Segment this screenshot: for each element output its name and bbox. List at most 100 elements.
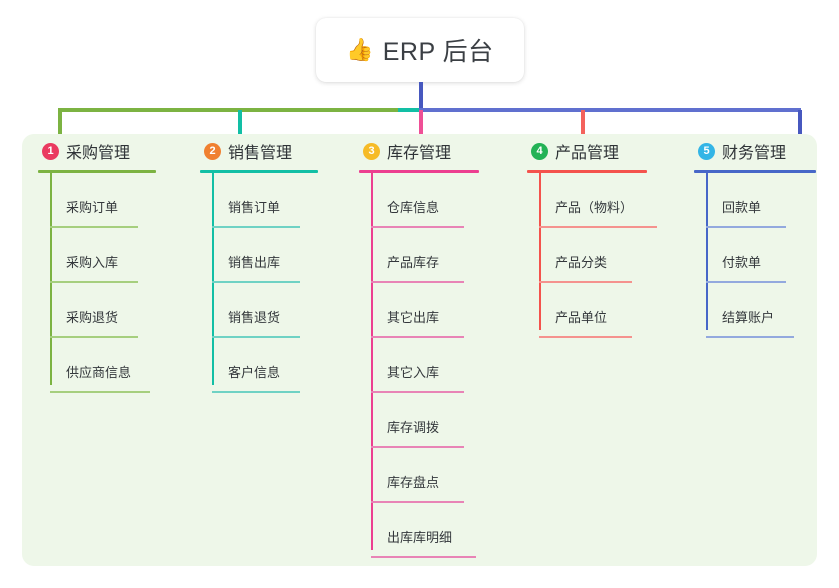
branch-spine <box>212 173 214 385</box>
branch-item[interactable]: 供应商信息 <box>38 338 198 393</box>
branch-item-label: 采购订单 <box>66 200 119 215</box>
branch-item-rule <box>371 281 464 283</box>
branch-item-label: 销售退货 <box>228 310 281 325</box>
branch-item-rule <box>371 501 464 503</box>
branch-item-rule <box>706 281 786 283</box>
branch-item[interactable]: 出库库明细 <box>359 503 524 558</box>
branch-item[interactable]: 产品库存 <box>359 228 524 283</box>
branch-item[interactable]: 采购退货 <box>38 283 198 338</box>
branch-item-label: 产品（物料） <box>555 200 634 215</box>
branch-item-rule <box>212 281 300 283</box>
root-node-content: 👍 ERP 后台 <box>346 32 493 68</box>
branch-header-采购管理[interactable]: 1 采购管理 <box>38 134 198 168</box>
branch-item[interactable]: 产品分类 <box>527 228 692 283</box>
branch-item-rule <box>212 336 300 338</box>
branch-item-list: 销售订单销售出库销售退货客户信息 <box>200 173 360 393</box>
drop-connector-5 <box>798 110 802 140</box>
branch-column-库存管理: 3 库存管理仓库信息产品库存其它出库其它入库库存调拨库存盘点出库库明细 <box>359 134 524 558</box>
branch-item[interactable]: 客户信息 <box>200 338 360 393</box>
branch-item-label: 采购退货 <box>66 310 119 325</box>
branch-spine <box>706 173 708 330</box>
branch-item-label: 采购入库 <box>66 255 119 270</box>
branch-item-rule <box>371 226 464 228</box>
trunk-connector <box>419 82 423 110</box>
branch-header-rule <box>694 170 816 173</box>
branch-item-rule <box>371 446 464 448</box>
branch-item-label: 仓库信息 <box>387 200 440 215</box>
branch-item[interactable]: 其它出库 <box>359 283 524 338</box>
branch-title: 产品管理 <box>555 145 620 162</box>
branch-item-label: 销售出库 <box>228 255 281 270</box>
branch-item-label: 库存盘点 <box>387 475 440 490</box>
drop-connector-1 <box>58 110 62 140</box>
branch-header-rule <box>527 170 647 173</box>
branch-item-rule <box>50 336 138 338</box>
branch-item[interactable]: 库存盘点 <box>359 448 524 503</box>
branch-item-rule <box>50 391 150 393</box>
branch-item-label: 结算账户 <box>722 310 775 325</box>
branch-item-label: 其它出库 <box>387 310 440 325</box>
branch-item-label: 供应商信息 <box>66 365 132 380</box>
branch-item-rule <box>212 226 300 228</box>
branch-item-rule <box>371 391 464 393</box>
branch-item-label: 库存调拨 <box>387 420 440 435</box>
branch-item-label: 客户信息 <box>228 365 281 380</box>
branch-column-采购管理: 1 采购管理采购订单采购入库采购退货供应商信息 <box>38 134 198 393</box>
branch-item-label: 出库库明细 <box>387 530 453 545</box>
branch-spine <box>50 173 52 385</box>
branch-spine <box>539 173 541 330</box>
thumbs-up-icon: 👍 <box>346 37 374 62</box>
branch-item-rule <box>371 556 476 558</box>
branch-title: 销售管理 <box>228 145 293 162</box>
root-node-card[interactable]: 👍 ERP 后台 <box>316 18 524 82</box>
branch-item[interactable]: 库存调拨 <box>359 393 524 448</box>
branch-item-rule <box>706 226 786 228</box>
branch-item[interactable]: 销售订单 <box>200 173 360 228</box>
branch-item[interactable]: 仓库信息 <box>359 173 524 228</box>
branch-item[interactable]: 产品单位 <box>527 283 692 338</box>
branch-item-list: 产品（物料） 产品分类产品单位 <box>527 173 692 338</box>
branch-item[interactable]: 销售退货 <box>200 283 360 338</box>
branch-item-list: 采购订单采购入库采购退货供应商信息 <box>38 173 198 393</box>
branch-header-rule <box>200 170 318 173</box>
branch-item-rule <box>539 336 632 338</box>
branch-item[interactable]: 采购入库 <box>38 228 198 283</box>
branch-item[interactable]: 采购订单 <box>38 173 198 228</box>
branch-item-label: 产品单位 <box>555 310 608 325</box>
branch-item[interactable]: 销售出库 <box>200 228 360 283</box>
branch-item-rule <box>50 226 138 228</box>
root-node-title: ERP 后台 <box>382 38 494 66</box>
drop-connector-3 <box>419 110 423 140</box>
branch-item[interactable]: 结算账户 <box>694 283 834 338</box>
drop-connector-2 <box>238 110 242 140</box>
branch-header-库存管理[interactable]: 3 库存管理 <box>359 134 524 168</box>
bus-connector-left <box>58 108 400 112</box>
branch-item-rule <box>539 226 657 228</box>
branch-item-label: 产品库存 <box>387 255 440 270</box>
branch-item[interactable]: 付款单 <box>694 228 834 283</box>
branch-item-label: 付款单 <box>722 255 762 270</box>
bus-connector-right <box>419 108 801 112</box>
mindmap-panel <box>22 134 817 566</box>
branch-item-label: 销售订单 <box>228 200 281 215</box>
branch-item-label: 产品分类 <box>555 255 608 270</box>
branch-title: 采购管理 <box>66 145 131 162</box>
branch-item-rule <box>212 391 300 393</box>
branch-item-label: 回款单 <box>722 200 762 215</box>
branch-title: 库存管理 <box>387 145 452 162</box>
drop-connector-4 <box>581 110 585 140</box>
branch-item-label: 其它入库 <box>387 365 440 380</box>
branch-item[interactable]: 回款单 <box>694 173 834 228</box>
branch-item-rule <box>706 336 794 338</box>
branch-number-badge: 5 <box>698 142 715 160</box>
branch-number-badge: 3 <box>363 142 380 160</box>
branch-number-badge: 1 <box>42 142 59 160</box>
branch-item[interactable]: 其它入库 <box>359 338 524 393</box>
branch-item[interactable]: 产品（物料） <box>527 173 692 228</box>
